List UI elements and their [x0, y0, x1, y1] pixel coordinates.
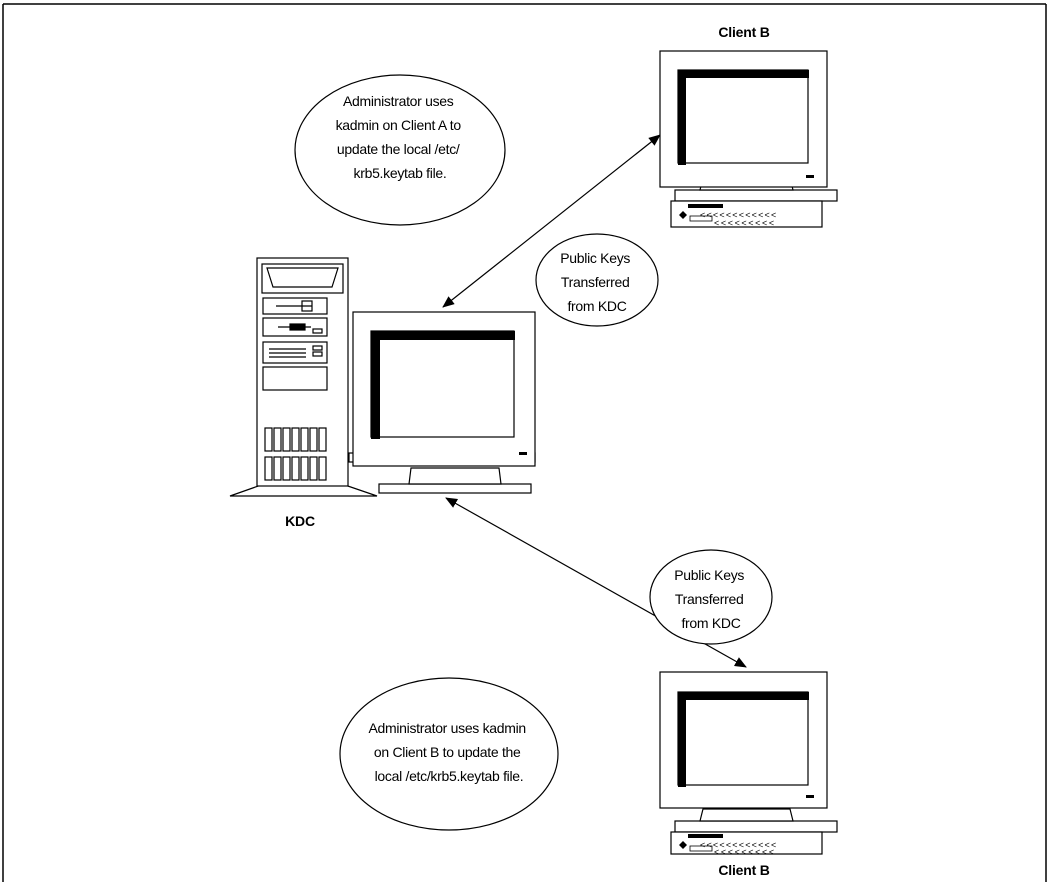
svg-text:Administrator uses kadmin: Administrator uses kadmin on Client B to…	[368, 720, 529, 784]
bubble-keys-top-line-2: Transferred	[561, 274, 630, 290]
bubble-admin-client-a: Administrator uses kadmin on Client A to…	[294, 74, 506, 226]
bubble-keys-bottom-line-1: Public Keys	[674, 567, 744, 583]
svg-text:Public Keys Transferred: Public Keys Transferred from KDC	[560, 250, 633, 314]
svg-text:Public Keys Transferred: Public Keys Transferred from KDC	[674, 567, 747, 631]
bubble-b-line-1: Administrator uses kadmin	[368, 720, 525, 736]
bubble-public-keys-bottom: Public Keys Transferred from KDC	[649, 549, 773, 645]
bubble-a-line-2: kadmin on Client A to	[336, 117, 462, 133]
bubble-public-keys-top: Public Keys Transferred from KDC	[535, 233, 659, 327]
svg-text:<<<<<<<<<: <<<<<<<<<	[714, 847, 776, 857]
kdc-monitor-icon	[348, 311, 536, 494]
svg-text:Administrator uses kadmi: Administrator uses kadmin on Client A to…	[336, 93, 465, 181]
svg-text:<<<<<<<<<: <<<<<<<<<	[714, 218, 776, 228]
bubble-keys-top-line-3: from KDC	[567, 298, 626, 314]
kdc-server-icon	[229, 257, 378, 497]
bubble-admin-client-b: Administrator uses kadmin on Client B to…	[339, 677, 559, 831]
bubble-a-line-1: Administrator uses	[343, 93, 454, 109]
bubble-a-line-3: update the local /etc/	[337, 141, 460, 157]
client-top-computer-icon: <<<<<<<<<<<< <<<<<<<<<	[659, 50, 838, 228]
bubble-b-line-2: on Client B to update the	[374, 744, 521, 760]
frame	[2, 3, 1047, 882]
bubble-keys-bottom-line-3: from KDC	[681, 615, 740, 631]
svg-text:<<<<<<<<<<<<: <<<<<<<<<<<<	[700, 210, 777, 220]
client-bottom-computer-icon: <<<<<<<<<<<< <<<<<<<<<	[659, 671, 838, 857]
bubble-keys-top-line-1: Public Keys	[560, 250, 630, 266]
arrow-kdc-client-top	[442, 134, 661, 308]
client-top-label: Client B	[718, 24, 769, 40]
bubble-keys-bottom-line-2: Transferred	[675, 591, 744, 607]
kdc-label: KDC	[285, 513, 315, 529]
bubble-b-line-3: local /etc/krb5.keytab file.	[375, 768, 524, 784]
client-bottom-label: Client B	[718, 862, 769, 878]
svg-text:<<<<<<<<<<<<: <<<<<<<<<<<<	[700, 840, 777, 850]
bubble-a-line-4: krb5.keytab file.	[354, 165, 447, 181]
